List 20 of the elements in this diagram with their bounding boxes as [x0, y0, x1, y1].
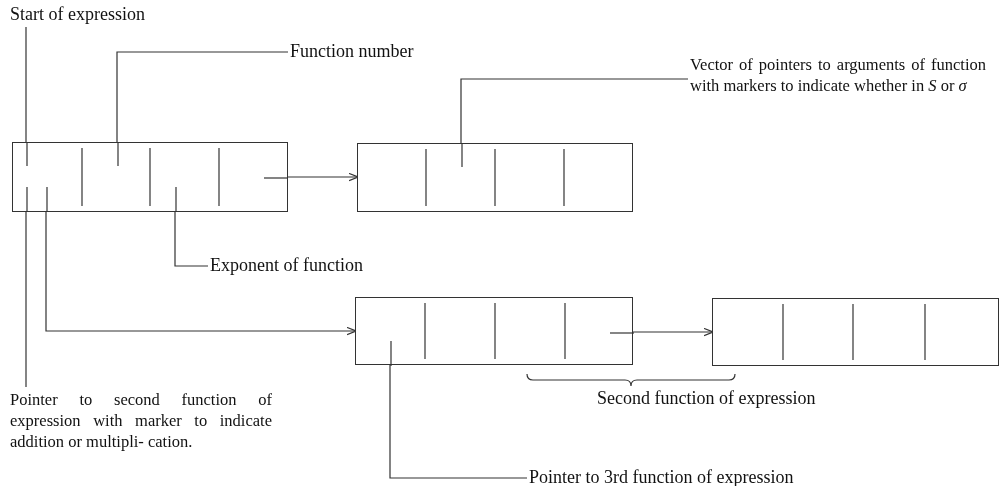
leader-line [460, 78, 689, 145]
record-box [357, 143, 633, 212]
leader-line [25, 210, 27, 388]
annotation-text: Start of expression [10, 4, 145, 25]
leader-line [116, 51, 289, 144]
record-box [712, 298, 999, 366]
leader-line [174, 210, 209, 267]
annotation-text: Exponent of function [210, 255, 363, 276]
record-box [355, 297, 633, 365]
leader-line [389, 363, 528, 479]
pointer-arrow [632, 327, 714, 337]
annotation-text: Function number [290, 41, 414, 62]
pointer-arrow [45, 211, 357, 336]
annotation-text: Pointer to 3rd function of expression [529, 467, 794, 486]
annotation-text: Pointer to second function of expression with marker to indicate addition or multipli- cation. [10, 389, 272, 452]
annotation-text: Vector of pointers to arguments of function with markers to indicate whether in S or σ [690, 54, 986, 96]
brace-label: Second function of expression [597, 388, 816, 409]
pointer-arrow [287, 172, 359, 182]
record-box [12, 142, 288, 212]
leader-line [25, 26, 27, 144]
